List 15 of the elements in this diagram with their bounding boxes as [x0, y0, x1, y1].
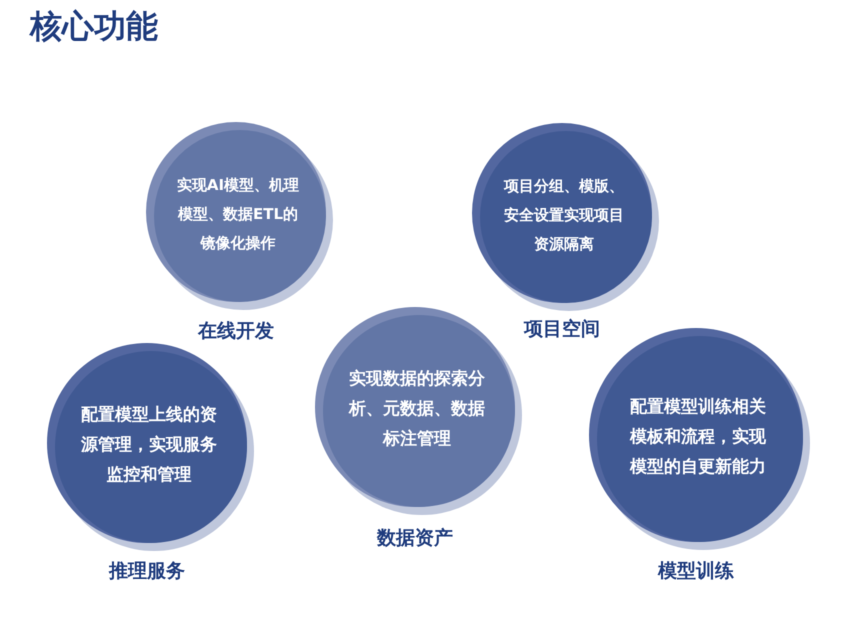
feature-circle — [146, 122, 333, 310]
description-text: 实现数据的探索分析、元数据、数据标注管理 — [348, 368, 486, 451]
feature-title: 数据资产 — [377, 526, 453, 550]
feature-circle — [472, 123, 659, 311]
description-text: 项目分组、模版、安全设置实现项目资源隔离 — [504, 176, 624, 254]
description-text: 配置模型训练相关模板和流程，实现模型的自更新能力 — [628, 396, 767, 479]
description-text: 配置模型上线的资源管理，实现服务监控和管理 — [80, 404, 218, 487]
feature-circle — [47, 343, 254, 551]
description-text: 实现AI模型、机理模型、数据ETL的镜像化操作 — [176, 174, 300, 254]
feature-title: 项目空间 — [524, 317, 600, 341]
feature-circle — [315, 307, 522, 515]
feature-title: 模型训练 — [658, 559, 734, 583]
feature-title: 在线开发 — [198, 319, 274, 343]
feature-title: 推理服务 — [109, 559, 185, 583]
page-title: 核心功能 — [30, 6, 158, 46]
